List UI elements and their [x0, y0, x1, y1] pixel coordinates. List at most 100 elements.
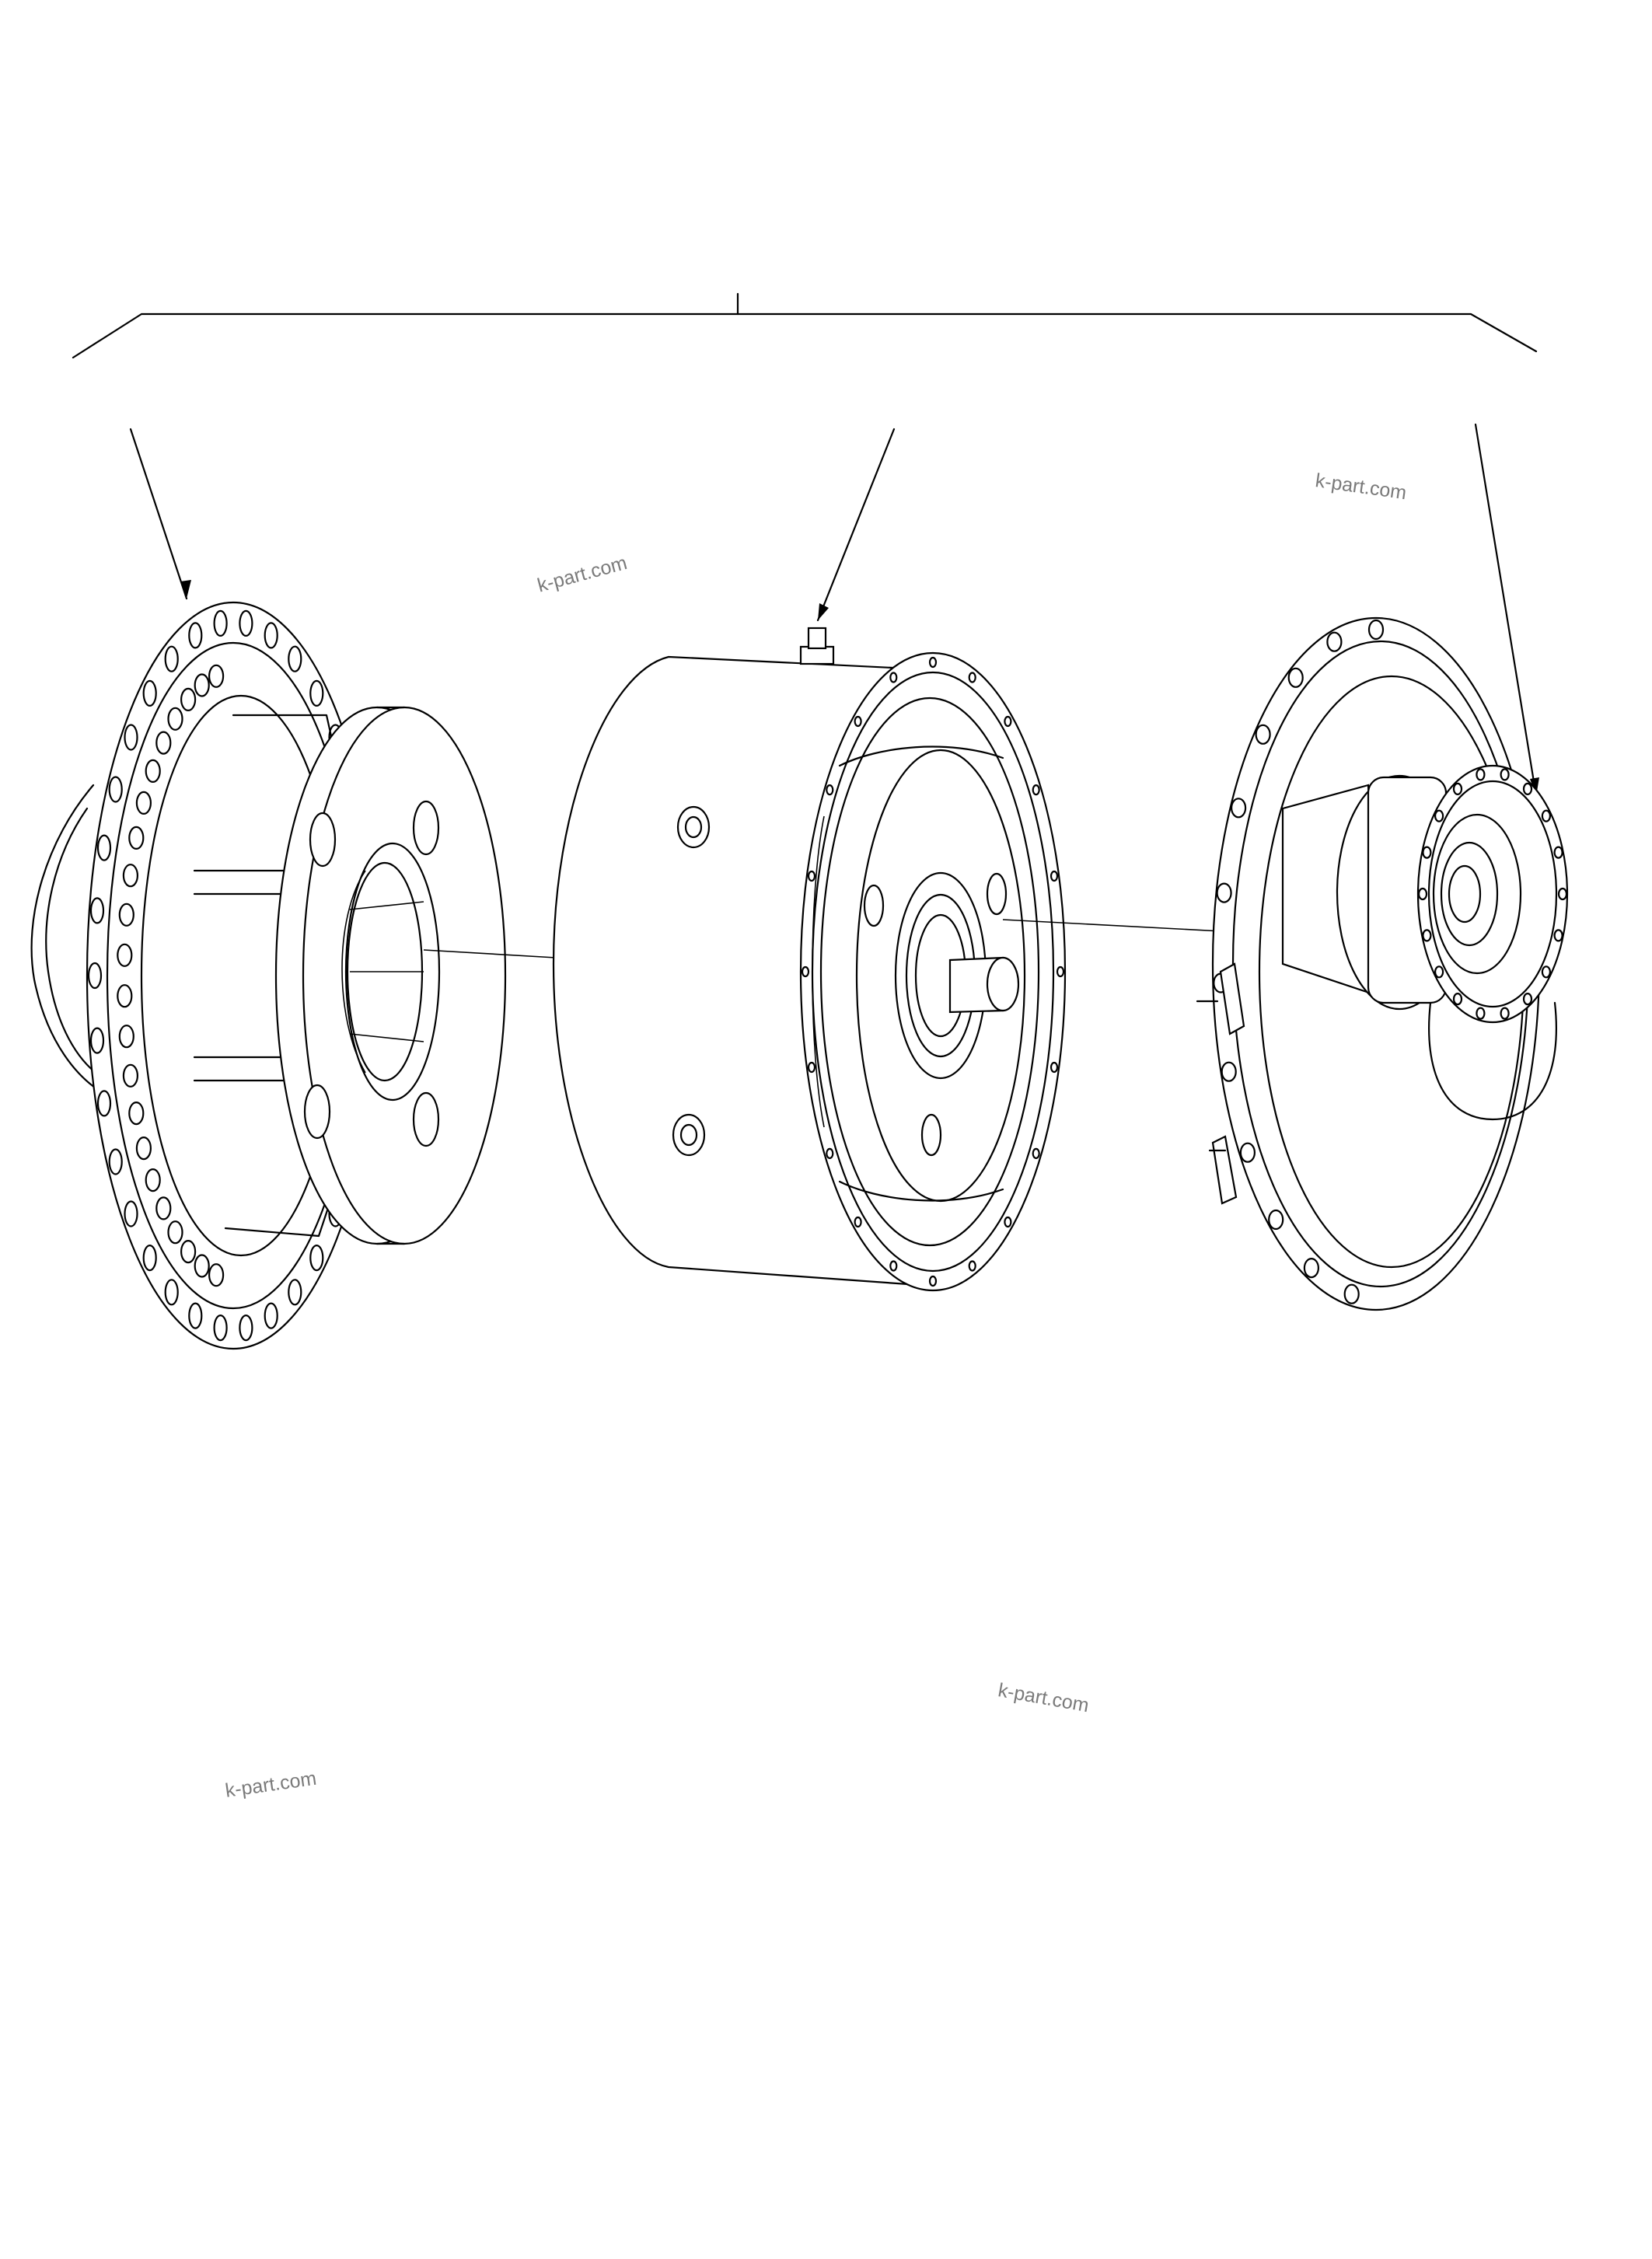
side-boss-lower — [672, 1113, 706, 1157]
case-bolt — [1216, 882, 1232, 903]
stud — [117, 943, 133, 967]
housing-hole — [889, 1260, 898, 1272]
stud — [208, 1263, 225, 1287]
case-bolts — [1213, 619, 1385, 1304]
flange-hole — [89, 897, 105, 924]
stud — [122, 864, 138, 888]
motor-bolt — [1553, 929, 1563, 942]
stud — [167, 1220, 183, 1245]
motor-bolt — [1422, 846, 1432, 859]
housing-hole — [826, 784, 834, 796]
flange-hole — [288, 645, 302, 672]
stud — [180, 687, 197, 712]
motor-bolt — [1541, 965, 1552, 979]
side-boss-upper — [676, 805, 711, 849]
flange-hole — [164, 1279, 179, 1306]
flange-hole — [96, 1090, 112, 1117]
stud — [145, 1168, 161, 1192]
motor-bolt — [1500, 1007, 1510, 1020]
flange-hole — [213, 609, 228, 637]
stud — [155, 731, 172, 755]
wheel-studs — [117, 664, 225, 1287]
center-housing — [552, 627, 1223, 1292]
case-bolt — [1221, 1061, 1237, 1082]
flange-hole — [239, 609, 253, 637]
motor-bolt — [1417, 887, 1428, 901]
stud — [180, 1239, 197, 1264]
motor-bolt — [1452, 782, 1463, 796]
right-final-drive — [1196, 616, 1569, 1311]
housing-hole — [1056, 965, 1065, 978]
case-bolt — [1287, 667, 1304, 688]
flange-hole — [288, 1279, 302, 1306]
stud — [135, 1136, 152, 1161]
stud — [118, 903, 134, 927]
housing-hole — [968, 672, 976, 683]
flange-hole — [96, 834, 112, 861]
motor-bolt — [1541, 809, 1552, 822]
mount-tab — [1219, 962, 1245, 1035]
housing-hole — [807, 870, 816, 882]
leader-arrows — [129, 423, 1539, 798]
flange-hole — [89, 1027, 105, 1054]
flange-hole — [124, 1200, 138, 1227]
flange-hole — [87, 962, 103, 990]
motor-bolt — [1434, 965, 1444, 979]
stud — [167, 707, 183, 731]
case-bolt — [1326, 631, 1343, 652]
motor-bolt — [1422, 929, 1432, 942]
flange-hole — [188, 622, 203, 649]
flange-hole — [239, 1314, 253, 1342]
stud — [117, 984, 133, 1008]
housing-flange-holes — [801, 656, 1065, 1287]
motor-bolt — [1522, 782, 1533, 796]
case-bolt — [1303, 1257, 1320, 1279]
housing-hole — [807, 1061, 816, 1074]
arrowhead-center — [818, 603, 829, 620]
housing-hole — [928, 656, 938, 669]
stud — [118, 1025, 134, 1049]
flange-hole — [188, 1302, 203, 1329]
stud — [155, 1196, 172, 1220]
housing-hole — [1050, 1061, 1059, 1074]
stud — [128, 1101, 145, 1126]
stud — [122, 1063, 138, 1088]
flange-hole — [264, 1302, 278, 1329]
housing-hole — [968, 1260, 976, 1272]
housing-hole — [1050, 870, 1059, 882]
motor-bolt — [1557, 887, 1568, 901]
arrowhead-left — [180, 580, 191, 599]
housing-hole — [826, 1147, 834, 1160]
case-bolt — [1343, 1283, 1360, 1304]
flange-hole — [264, 622, 278, 649]
flange-hole — [213, 1314, 228, 1342]
motor-bolt — [1476, 1007, 1486, 1020]
flange-hole — [142, 679, 157, 707]
mount-tab — [1211, 1135, 1238, 1205]
stud — [194, 1254, 210, 1278]
motor-bolt — [1434, 809, 1444, 822]
housing-hole — [1032, 784, 1040, 796]
housing-hole — [889, 672, 898, 683]
housing-hole — [801, 965, 810, 978]
case-bolt — [1230, 798, 1247, 819]
motor-bolt — [1553, 846, 1563, 859]
leader-bracket — [72, 292, 1538, 359]
housing-hole — [1032, 1147, 1040, 1160]
housing-hole — [854, 1216, 862, 1228]
case-bolt — [1239, 1142, 1256, 1163]
motor-bolt — [1522, 992, 1533, 1006]
housing-hole — [1004, 715, 1012, 728]
case-bolt — [1367, 619, 1385, 641]
motor-bolt — [1500, 768, 1510, 781]
breather-plug — [799, 645, 835, 665]
flange-hole — [164, 645, 179, 672]
flange-hole — [309, 679, 324, 707]
housing-hole — [854, 715, 862, 728]
flange-hole — [108, 1148, 123, 1175]
motor-bolt — [1476, 768, 1486, 781]
stud — [145, 759, 161, 784]
flange-hole — [124, 724, 138, 751]
motor-flange-bolts — [1417, 768, 1568, 1020]
